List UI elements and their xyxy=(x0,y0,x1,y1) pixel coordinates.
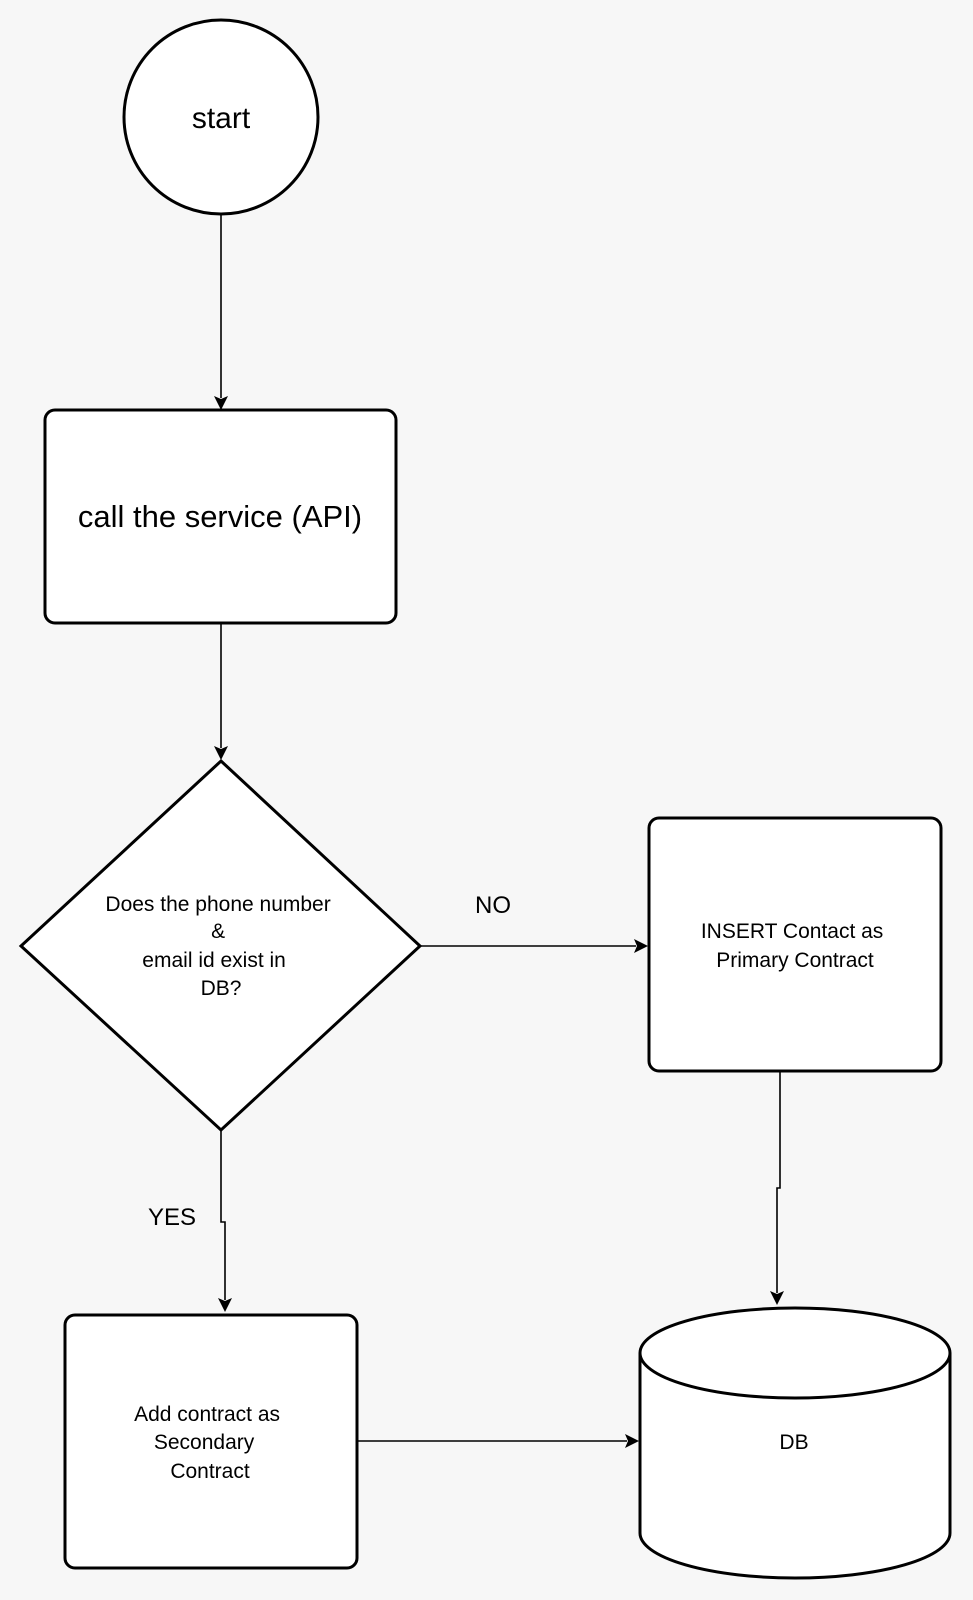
decision-node-label: Does the phone number & email id exist i… xyxy=(105,893,336,1000)
edge-call-to-decision xyxy=(214,624,228,760)
edge-decision-to-insert xyxy=(421,939,648,953)
edge-add-to-db xyxy=(358,1434,639,1448)
start-node: start xyxy=(122,18,320,216)
edge-start-to-call xyxy=(214,215,228,410)
decision-node: Does the phone number & email id exist i… xyxy=(18,758,423,1133)
call-service-node-label: call the service (API) xyxy=(78,499,362,534)
insert-contact-node-label: INSERT Contact as Primary Contract xyxy=(701,920,889,972)
start-node-label: start xyxy=(192,102,251,135)
edge-insert-to-db xyxy=(770,1072,784,1305)
edge-decision-to-add xyxy=(218,1131,232,1312)
insert-contact-node: INSERT Contact as Primary Contract xyxy=(647,816,943,1073)
add-contract-node: Add contract as Secondary Contract xyxy=(63,1313,359,1570)
yes-edge-label: YES xyxy=(148,1204,196,1231)
call-service-node: call the service (API) xyxy=(43,408,398,625)
db-node-label: DB xyxy=(779,1431,808,1454)
no-edge-label: NO xyxy=(475,892,511,919)
db-node: DB xyxy=(638,1306,952,1580)
add-contract-node-label: Add contract as Secondary Contract xyxy=(134,1403,286,1483)
